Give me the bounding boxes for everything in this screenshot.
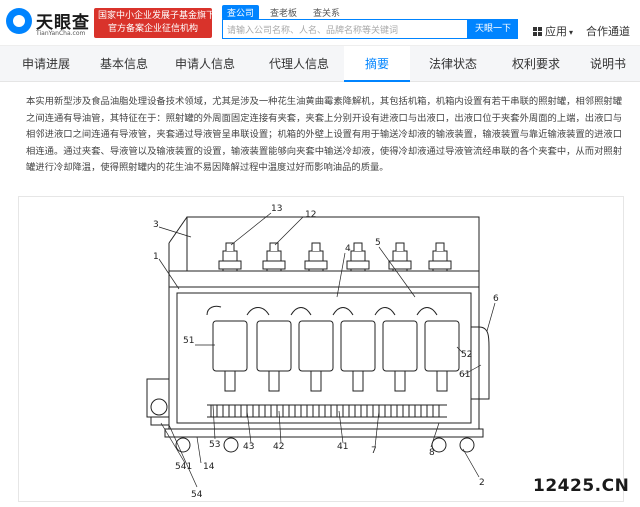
part-label-3: 3 [153,220,159,230]
tab-description[interactable]: 说明书 [589,57,626,71]
part-label-54: 54 [191,490,203,500]
part-label-4: 4 [345,244,351,254]
grid-icon [533,27,542,36]
part-label-5: 5 [375,238,381,248]
tab-abstract[interactable]: 摘要 [344,46,410,82]
apps-label: 应用 [545,25,567,38]
tank-3 [298,242,334,392]
tank-4 [340,242,376,392]
part-label-13: 13 [271,204,282,214]
abstract-text: 本实用新型涉及食品油脂处理设备技术领域，尤其是涉及一种花生油黄曲霉素降解机，其包… [26,96,622,174]
partner-channel-link[interactable]: 合作通道 [586,25,630,38]
part-label-51: 51 [183,336,194,346]
part-labels: 13 12 3 1 4 5 6 51 52 61 53 43 42 41 7 8… [153,204,499,500]
part-label-53: 53 [209,440,220,450]
tab-agent-info[interactable]: 代理人信息 [268,57,329,71]
apps-menu[interactable]: 应用▾ [533,23,573,39]
search-tab-relation[interactable]: 查关系 [313,9,341,19]
part-label-41: 41 [337,442,348,452]
search-tab-boss[interactable]: 查老板 [270,9,298,19]
site-logo[interactable]: 天眼查 TianYanCha.com [6,6,90,40]
tab-progress[interactable]: 申请进展 [21,57,70,71]
search-input[interactable]: 请输入公司名称、人名、品牌名称等关键词 [222,19,468,39]
top-header: 天眼查 TianYanCha.com 国家中小企业发展子基金旗下 官方备案企业征… [0,0,640,46]
part-label-8: 8 [429,448,435,458]
official-badge[interactable]: 国家中小企业发展子基金旗下 官方备案企业征信机构 [94,8,216,38]
part-label-7: 7 [371,446,377,456]
search-button[interactable]: 天眼一下 [468,19,518,39]
part-label-61: 61 [459,370,470,380]
part-label-14: 14 [203,462,215,472]
badge-line-2: 官方备案企业征信机构 [107,24,198,34]
tank-1 [206,242,248,392]
tab-applicant-info[interactable]: 申请人信息 [174,57,235,71]
logo-subtext: TianYanCha.com [36,30,86,37]
tab-basic-info[interactable]: 基本信息 [99,57,148,71]
chevron-down-icon: ▾ [569,28,574,37]
tank-6 [424,242,460,392]
part-label-42: 42 [273,442,284,452]
tank-2 [256,242,292,392]
search-type-tabs: 查公司 查老板 查关系 [222,5,345,20]
tab-legal-status[interactable]: 法律状态 [428,57,477,71]
logo-text: 天眼查 [36,13,90,33]
patent-drawing: 13 12 3 1 4 5 6 51 52 61 53 43 42 41 7 8… [18,196,624,502]
part-label-541: 541 [175,462,192,472]
logo-eye-icon [6,8,32,34]
part-label-52: 52 [461,350,472,360]
tab-claims[interactable]: 权利要求 [511,57,560,71]
badge-line-1: 国家中小企业发展子基金旗下 [98,11,216,21]
patent-tabs: 申请进展 基本信息 申请人信息 代理人信息 摘要 法律状态 权利要求 说明书 [0,46,640,82]
tank-5 [382,242,418,392]
part-label-43: 43 [243,442,254,452]
part-label-2: 2 [479,478,485,488]
part-label-12: 12 [305,210,316,220]
machine-diagram: 13 12 3 1 4 5 6 51 52 61 53 43 42 41 7 8… [146,204,499,500]
part-label-1: 1 [153,252,159,262]
site-watermark: 12425.CN [533,476,630,496]
search-tab-company[interactable]: 查公司 [222,5,260,20]
part-label-6: 6 [493,294,499,304]
heater-comb [210,405,440,417]
